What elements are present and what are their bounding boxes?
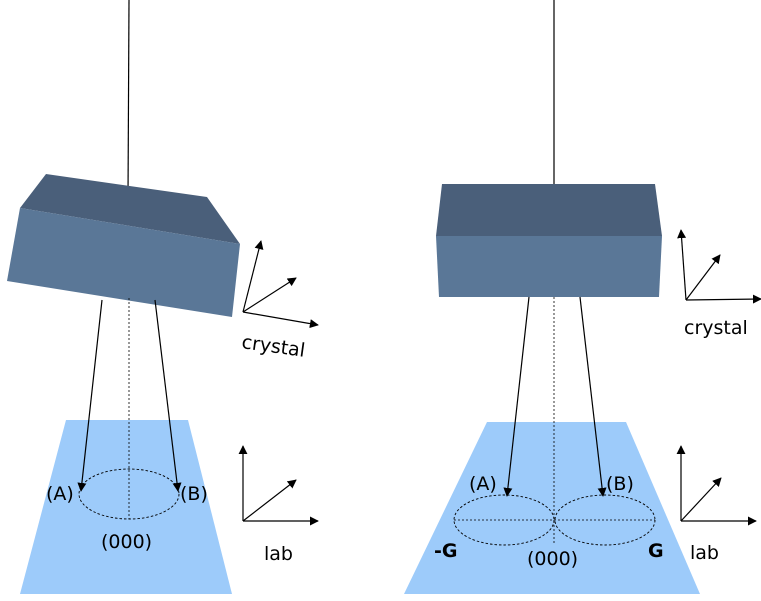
left-diffracted-beam-b bbox=[154, 299, 182, 492]
left-lab-label: lab bbox=[264, 543, 293, 565]
left-incident-beam bbox=[123, 0, 133, 199]
right-spot-a-label: (A) bbox=[469, 473, 497, 495]
right-panel: crystal lab (A) (B) (000) -G G bbox=[404, 0, 761, 594]
left-detector-screen bbox=[20, 420, 232, 594]
right-crystal-label: crystal bbox=[684, 317, 748, 339]
left-crystal-top-face bbox=[20, 174, 240, 244]
left-crystal-front-face bbox=[7, 208, 240, 317]
left-panel: crystal lab (A) (B) (000) bbox=[7, 0, 319, 594]
right-detector-screen bbox=[404, 422, 700, 594]
right-spot-b-label: (B) bbox=[606, 473, 634, 495]
right-spot-center-label: (000) bbox=[527, 548, 578, 570]
right-crystal-top-face bbox=[436, 184, 662, 236]
right-diffracted-beam-b bbox=[579, 296, 607, 497]
right-pos-g-label: G bbox=[648, 540, 664, 562]
right-crystal-axes bbox=[677, 229, 761, 304]
right-lab-label: lab bbox=[690, 542, 719, 564]
left-diffracted-beam-a bbox=[77, 299, 103, 492]
left-spot-a-label: (A) bbox=[46, 483, 74, 505]
left-lab-axes bbox=[238, 445, 319, 526]
left-crystal-label: crystal bbox=[240, 331, 306, 362]
left-diffraction-circle bbox=[78, 468, 180, 520]
right-lab-axes bbox=[676, 445, 757, 526]
left-spot-center-label: (000) bbox=[101, 531, 152, 553]
right-neg-g-label: -G bbox=[434, 540, 457, 562]
right-diffracted-beam-a bbox=[503, 296, 530, 497]
left-spot-b-label: (B) bbox=[180, 483, 208, 505]
left-crystal bbox=[7, 174, 240, 317]
right-crystal-front-face bbox=[436, 236, 662, 297]
left-crystal-axes bbox=[242, 240, 319, 329]
right-crystal bbox=[436, 184, 662, 297]
